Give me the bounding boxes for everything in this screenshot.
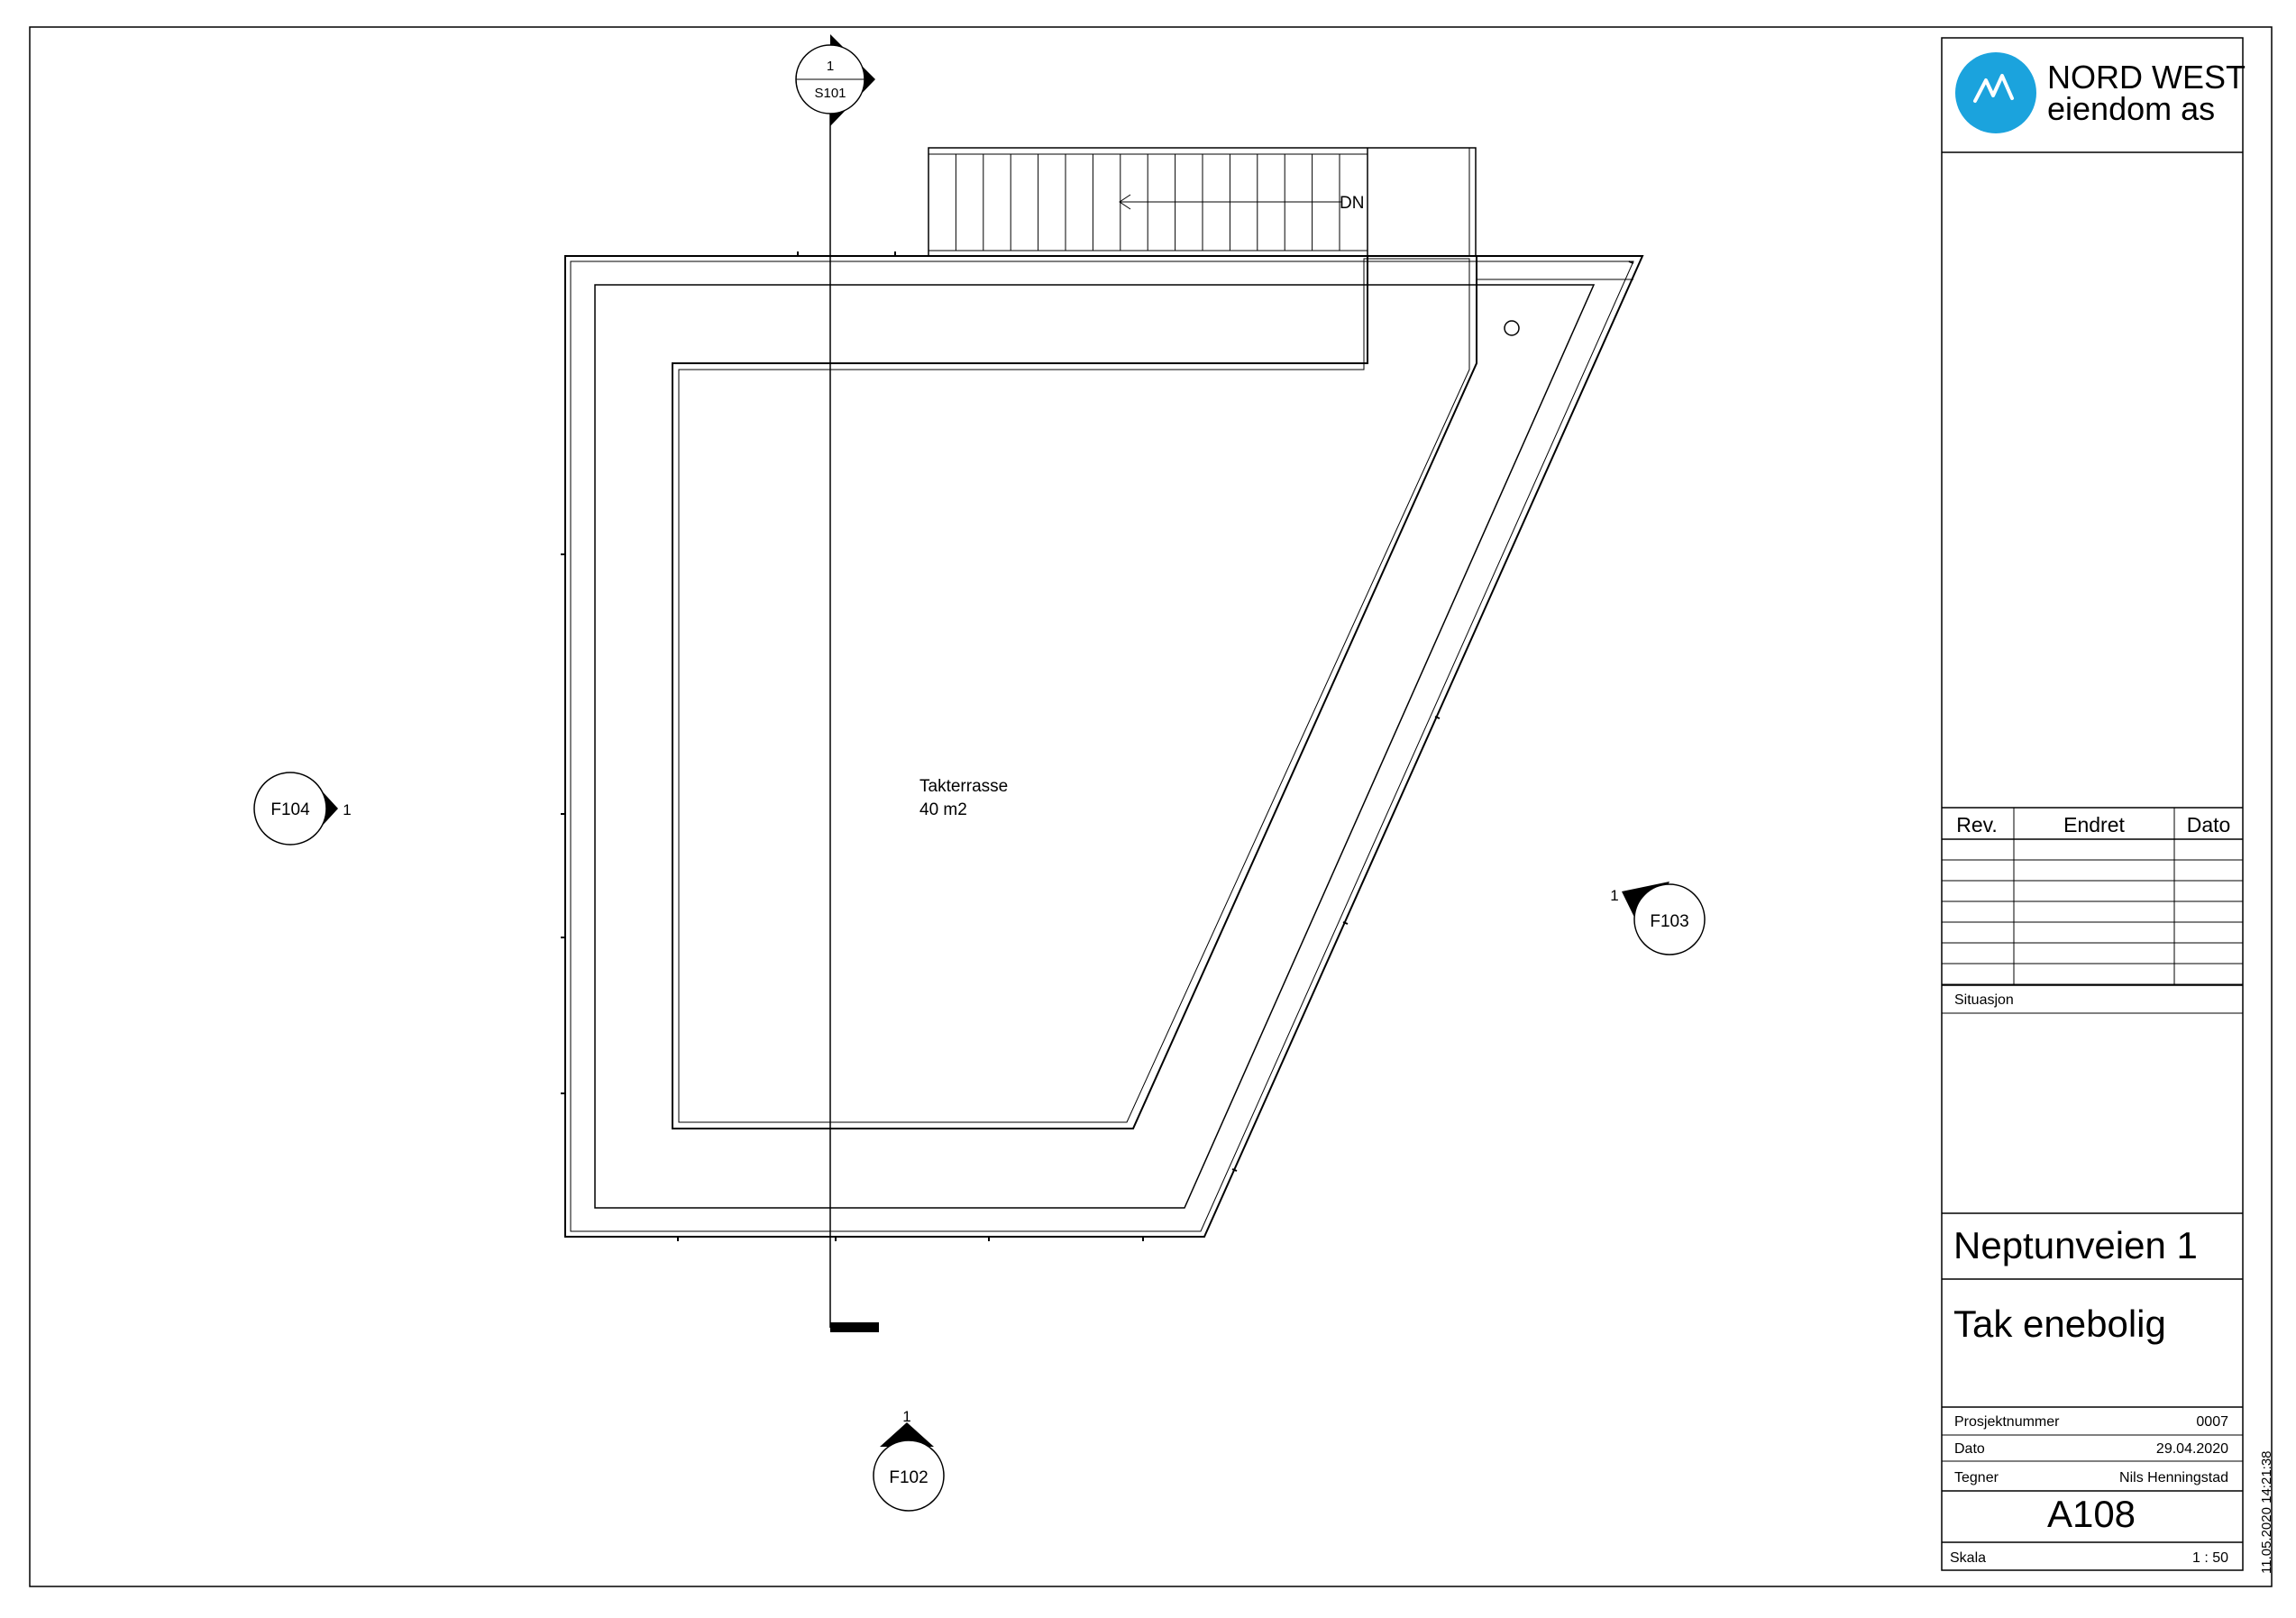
roof-plan: DN Takterrasse 40 m2 <box>561 147 1644 1241</box>
drawing-title: Tak enebolig <box>1953 1303 2166 1345</box>
staircase: DN <box>928 147 1477 257</box>
section-marker-sheet: S101 <box>814 86 846 101</box>
elevation-marker-f103[interactable]: F103 1 <box>1610 882 1706 955</box>
company-name-line2: eiendom as <box>2047 90 2215 127</box>
stair-arrow-head-icon <box>1119 194 1131 210</box>
roof-outline-outer <box>564 255 1644 1238</box>
elevation-marker-sheet: F103 <box>1650 912 1688 931</box>
rev-header-dato: Dato <box>2187 813 2231 836</box>
elevation-marker-circle <box>873 1440 945 1512</box>
sheet-number: A108 <box>2047 1493 2136 1535</box>
project-number-label: Prosjektnummer <box>1954 1414 2060 1430</box>
terrace-outline-inner <box>678 258 1470 1123</box>
section-marker-number: 1 <box>827 59 834 74</box>
elevation-marker-f104[interactable]: F104 1 <box>253 772 352 846</box>
date-label: Dato <box>1954 1441 1985 1457</box>
sheet-frame <box>29 26 2273 1587</box>
company-logo: NORD WEST eiendom as <box>1955 52 2246 133</box>
elevation-marker-circle <box>1633 883 1706 955</box>
stair-dn-label: DN <box>1340 194 1364 213</box>
drawer-value: Nils Henningstad <box>2119 1470 2228 1485</box>
roof-drain-icon <box>1504 320 1520 336</box>
elevation-marker-number: 1 <box>343 801 351 818</box>
stair-outline <box>928 147 1477 257</box>
section-line-end <box>830 1322 879 1332</box>
roof-outline-outer-inset <box>570 261 1634 1232</box>
drawer-label: Tegner <box>1954 1470 1999 1485</box>
scale-value: 1 : 50 <box>2192 1550 2228 1566</box>
title-block: NORD WEST eiendom as Rev. Endret Dato Si… <box>1941 37 2246 1571</box>
parapet-inner <box>594 284 1596 1209</box>
room-name: Takterrasse <box>919 777 1008 796</box>
elevation-marker-sheet: F102 <box>889 1468 928 1487</box>
print-timestamp: 11.05.2020 14:21:38 <box>2259 1450 2274 1574</box>
situation-label: Situasjon <box>1954 992 2014 1008</box>
elevation-marker-circle <box>253 772 327 846</box>
edge-tick <box>1434 716 1441 719</box>
elevation-marker-number: 1 <box>1610 887 1618 904</box>
elevation-marker-sheet: F104 <box>270 800 310 819</box>
date-value: 29.04.2020 <box>2156 1441 2228 1457</box>
logo-wave-icon <box>1973 74 2014 103</box>
edge-ticks <box>561 251 1634 1241</box>
edge-tick <box>1628 261 1634 264</box>
rev-header-endret: Endret <box>2063 813 2125 836</box>
project-number: 0007 <box>2196 1414 2228 1430</box>
elevation-arrow-icon <box>880 1422 934 1447</box>
scale-label: Skala <box>1950 1550 1986 1566</box>
company-name-line1: NORD WEST <box>2047 59 2246 96</box>
elevation-marker-f102[interactable]: F102 1 <box>873 1408 945 1512</box>
rev-header-rev: Rev. <box>1956 813 1998 836</box>
room-area: 40 m2 <box>919 800 967 819</box>
edge-tick <box>1231 1168 1238 1172</box>
edge-tick <box>1342 921 1349 925</box>
section-line <box>829 108 879 1332</box>
revision-rows <box>1942 859 2243 985</box>
project-name: Neptunveien 1 <box>1953 1224 2198 1266</box>
terrace-outline <box>672 255 1477 1129</box>
elevation-marker-number: 1 <box>902 1408 910 1425</box>
title-block-frame <box>1941 37 2244 1571</box>
section-marker[interactable]: 1 S101 <box>795 34 875 126</box>
